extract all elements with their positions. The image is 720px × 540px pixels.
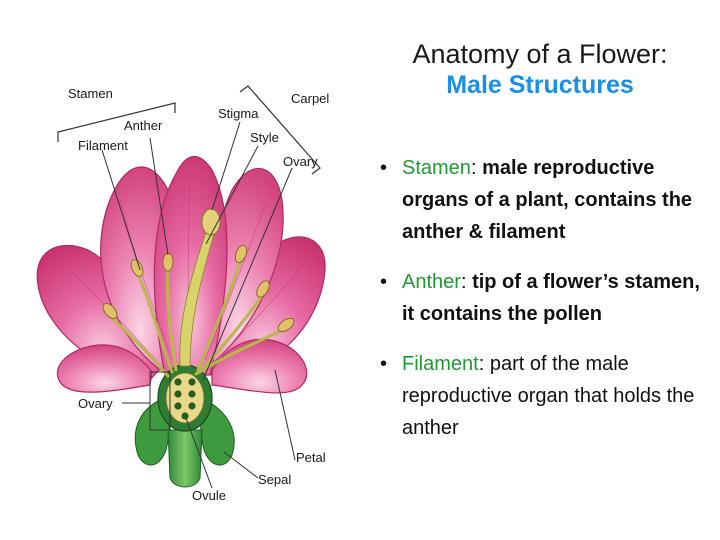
label-ovary-top: Ovary — [283, 154, 318, 169]
ovules — [174, 378, 196, 420]
petal-front-left — [56, 344, 153, 393]
bullet-colon: : — [460, 271, 467, 293]
stamens — [110, 260, 285, 378]
carpel-bracket — [239, 85, 321, 175]
pistil — [179, 208, 221, 367]
label-ovule: Ovule — [192, 488, 226, 503]
petals — [36, 155, 326, 394]
flower-diagram: Stamen Anther Filament Stigma Style Carp… — [36, 85, 329, 503]
bullet-colon: : — [470, 157, 477, 179]
slide-title: Anatomy of a Flower: Male Structures — [372, 38, 708, 100]
bullet-list: • Stamen: male reproductive organs of a … — [374, 152, 704, 462]
title-line-1: Anatomy of a Flower: — [412, 39, 668, 69]
bullet-text: tip of a flower’s stamen, it contains th… — [402, 271, 700, 325]
label-stamen: Stamen — [68, 86, 113, 101]
leader-lines — [101, 121, 296, 489]
bullet-stamen: • Stamen: male reproductive organs of a … — [374, 152, 704, 248]
bullet-term: Filament — [402, 353, 479, 375]
bullet-term: Stamen — [402, 157, 471, 179]
label-stigma: Stigma — [218, 106, 259, 121]
anthers — [102, 244, 295, 333]
receptacle-stalk — [167, 429, 203, 488]
label-anther: Anther — [124, 118, 163, 133]
bullet-term: Anther — [402, 271, 461, 293]
label-sepal: Sepal — [258, 472, 291, 487]
bullet-dot-icon: • — [380, 353, 388, 375]
title-line-2: Male Structures — [446, 71, 634, 99]
bullet-anther: • Anther: tip of a flower’s stamen, it c… — [374, 266, 704, 330]
bullet-colon: : — [478, 353, 485, 375]
bullet-dot-icon: • — [380, 271, 388, 293]
bullet-filament: • Filament: part of the male reproductiv… — [374, 348, 704, 444]
label-carpel: Carpel — [291, 91, 329, 106]
bullet-text: part of the male reproductive organ that… — [402, 353, 695, 439]
label-filament: Filament — [78, 138, 128, 153]
label-petal: Petal — [296, 450, 326, 465]
bullet-dot-icon: • — [380, 157, 388, 179]
label-ovary-left: Ovary — [78, 396, 113, 411]
receptacle — [134, 364, 235, 488]
label-style: Style — [250, 130, 279, 145]
bullet-text: male reproductive organs of a plant, con… — [402, 157, 693, 243]
stamen-bracket — [57, 102, 176, 142]
